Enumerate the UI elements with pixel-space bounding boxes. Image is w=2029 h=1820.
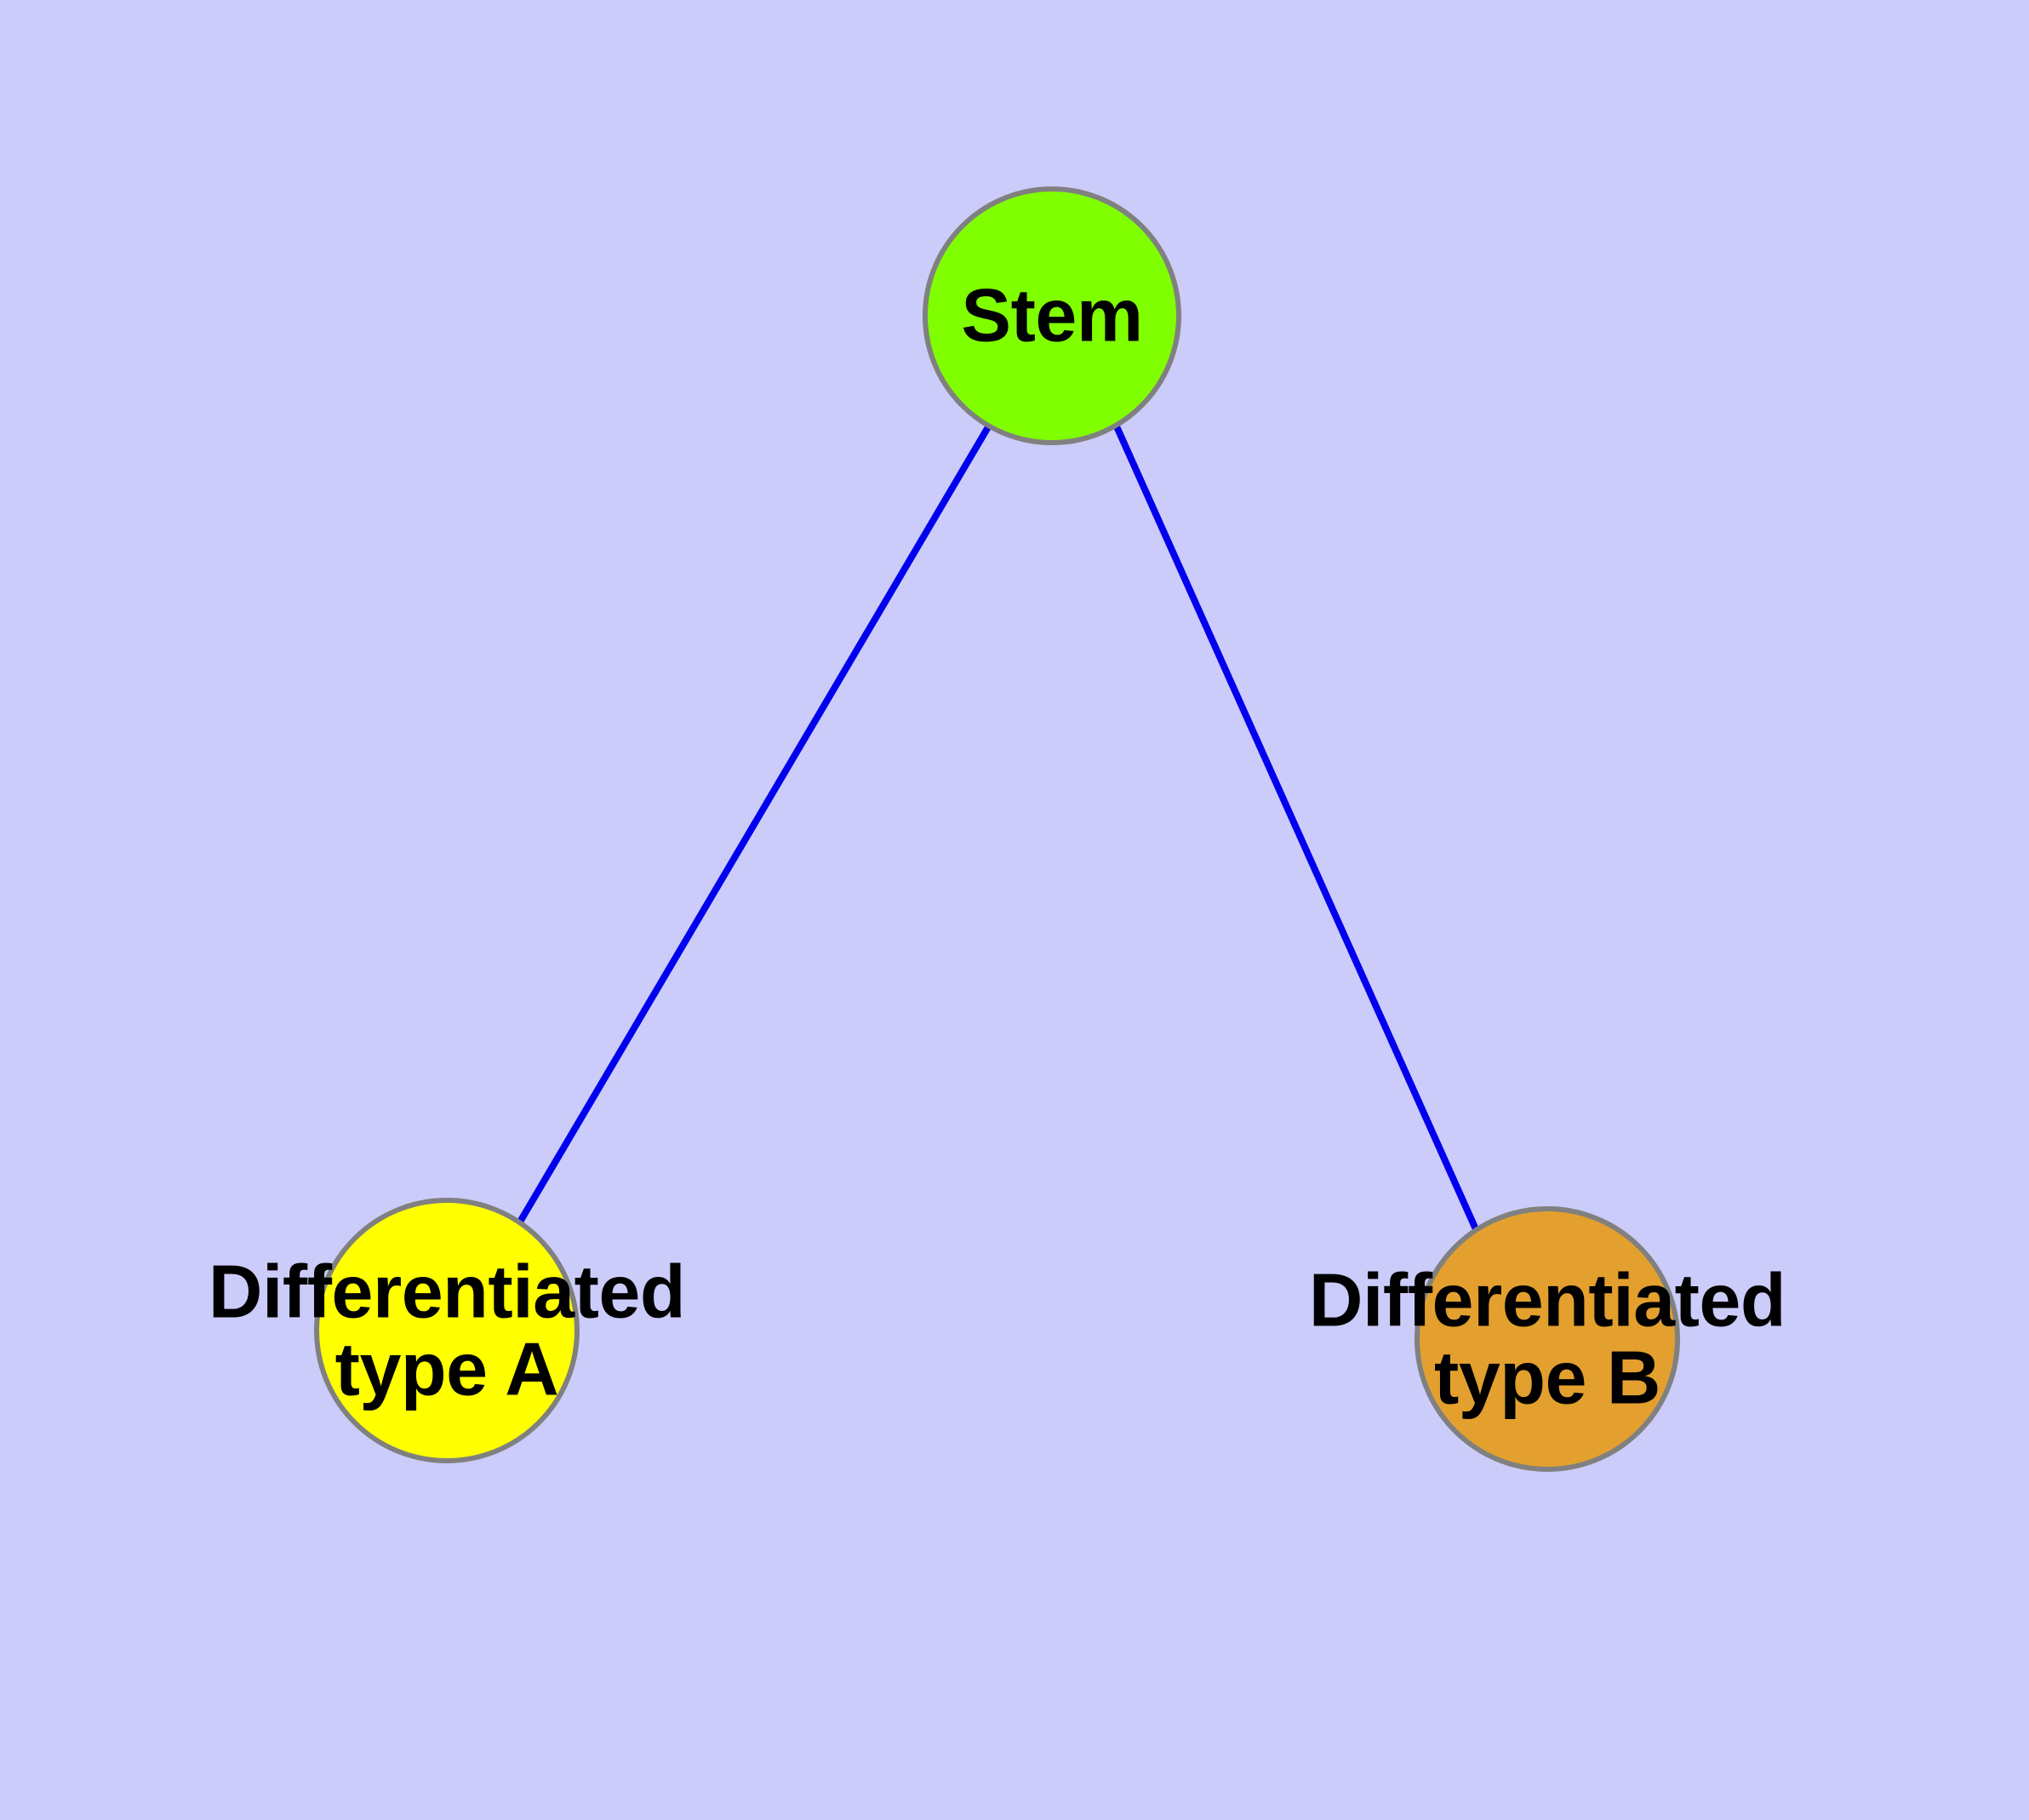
nodes-layer	[314, 186, 1680, 1472]
edge-stem-to-diff-a[interactable]	[516, 423, 992, 1226]
edges-layer	[516, 423, 1479, 1231]
node-circle-diff-a[interactable]	[314, 1198, 580, 1463]
node-circle-diff-b[interactable]	[1415, 1206, 1680, 1472]
node-circle-stem[interactable]	[923, 186, 1181, 445]
edge-stem-to-diff-b[interactable]	[1113, 425, 1479, 1231]
